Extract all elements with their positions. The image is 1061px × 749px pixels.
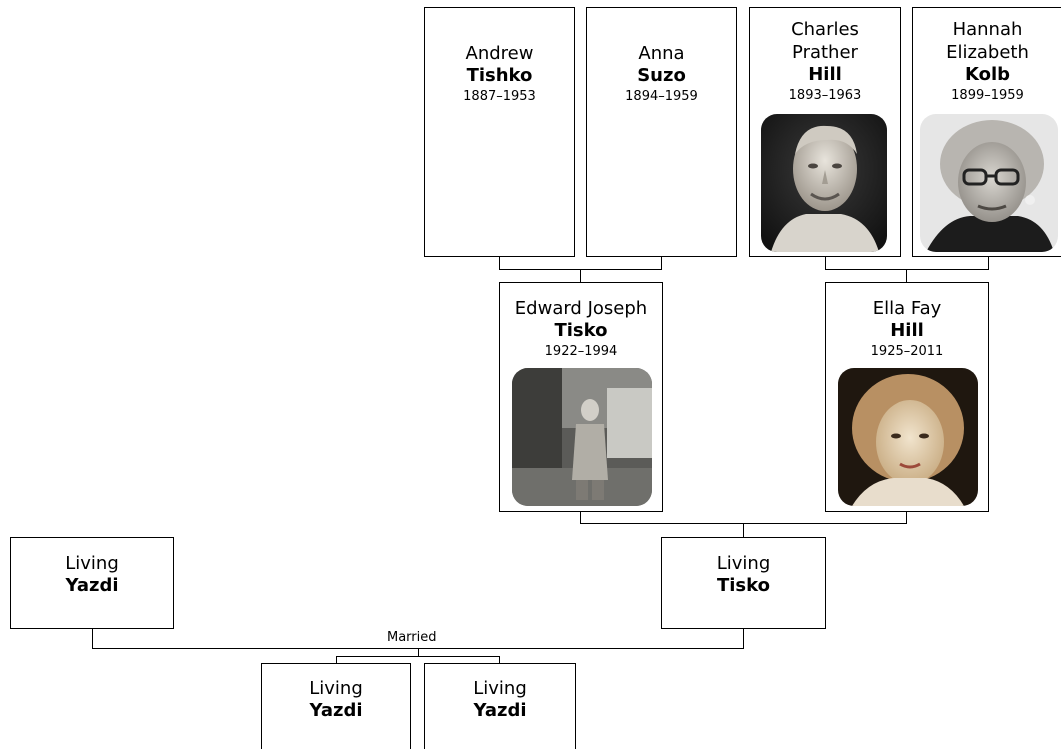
given-name: Edward Joseph — [514, 298, 648, 319]
connector-line — [825, 256, 826, 270]
person-living-yazdi-spouse[interactable]: Living Yazdi — [10, 537, 174, 629]
marriage-label: Married — [387, 630, 437, 645]
person-anna-suzo[interactable]: Anna Suzo 1894–1959 — [586, 7, 737, 257]
given-name: Ella Fay — [872, 298, 942, 319]
connector-line — [336, 656, 500, 657]
portrait-photo[interactable] — [920, 114, 1058, 252]
connector-line — [580, 511, 581, 524]
connector-line — [988, 256, 989, 270]
person-andrew-tishko[interactable]: Andrew Tishko 1887–1953 — [424, 7, 575, 257]
person-charles-hill[interactable]: Charles Prather Hill 1893–1963 — [749, 7, 901, 257]
given-name: Andrew — [465, 43, 534, 64]
surname: Suzo — [637, 65, 686, 86]
life-dates: 1925–2011 — [870, 344, 944, 359]
middle-name: Elizabeth — [946, 42, 1029, 63]
given-name: Living — [309, 678, 363, 699]
surname: Yazdi — [309, 700, 363, 721]
surname: Tishko — [466, 65, 533, 86]
life-dates: 1887–1953 — [463, 89, 536, 104]
connector-line — [92, 628, 93, 649]
given-name: Living — [473, 678, 527, 699]
surname: Tisko — [554, 320, 608, 341]
portrait-photo[interactable] — [838, 368, 978, 506]
connector-line — [825, 269, 989, 270]
surname: Hill — [890, 320, 924, 341]
given-name: Hannah — [952, 19, 1023, 40]
surname: Hill — [808, 64, 842, 85]
surname: Kolb — [964, 64, 1011, 85]
surname: Yazdi — [65, 575, 119, 596]
person-child-living-yazdi[interactable]: Living Yazdi — [261, 663, 411, 749]
surname: Tisko — [716, 575, 770, 596]
connector-line — [743, 523, 744, 537]
given-name: Living — [716, 553, 771, 574]
given-name: Living — [65, 553, 119, 574]
connector-line — [499, 256, 500, 270]
life-dates: 1922–1994 — [544, 344, 618, 359]
connector-line — [499, 656, 500, 664]
connector-line — [906, 511, 907, 524]
middle-name: Prather — [792, 42, 858, 63]
connector-line — [743, 628, 744, 649]
given-name: Anna — [638, 43, 685, 64]
life-dates: 1899–1959 — [951, 88, 1024, 103]
connector-line — [418, 648, 419, 657]
connector-line — [661, 256, 662, 270]
person-edward-tisko[interactable]: Edward Joseph Tisko 1922–1994 — [499, 282, 663, 512]
portrait-photo[interactable] — [512, 368, 652, 506]
person-ella-hill[interactable]: Ella Fay Hill 1925–2011 — [825, 282, 989, 512]
person-living-tisko[interactable]: Living Tisko — [661, 537, 826, 629]
person-child-living-yazdi[interactable]: Living Yazdi — [424, 663, 576, 749]
connector-line — [336, 656, 337, 664]
surname: Yazdi — [473, 700, 527, 721]
portrait-photo[interactable] — [761, 114, 887, 252]
life-dates: 1894–1959 — [625, 89, 698, 104]
life-dates: 1893–1963 — [788, 88, 862, 103]
given-name: Charles — [791, 19, 859, 40]
connector-line — [906, 269, 907, 283]
connector-line — [580, 269, 581, 283]
person-hannah-kolb[interactable]: Hannah Elizabeth Kolb 1899–1959 — [912, 7, 1061, 257]
